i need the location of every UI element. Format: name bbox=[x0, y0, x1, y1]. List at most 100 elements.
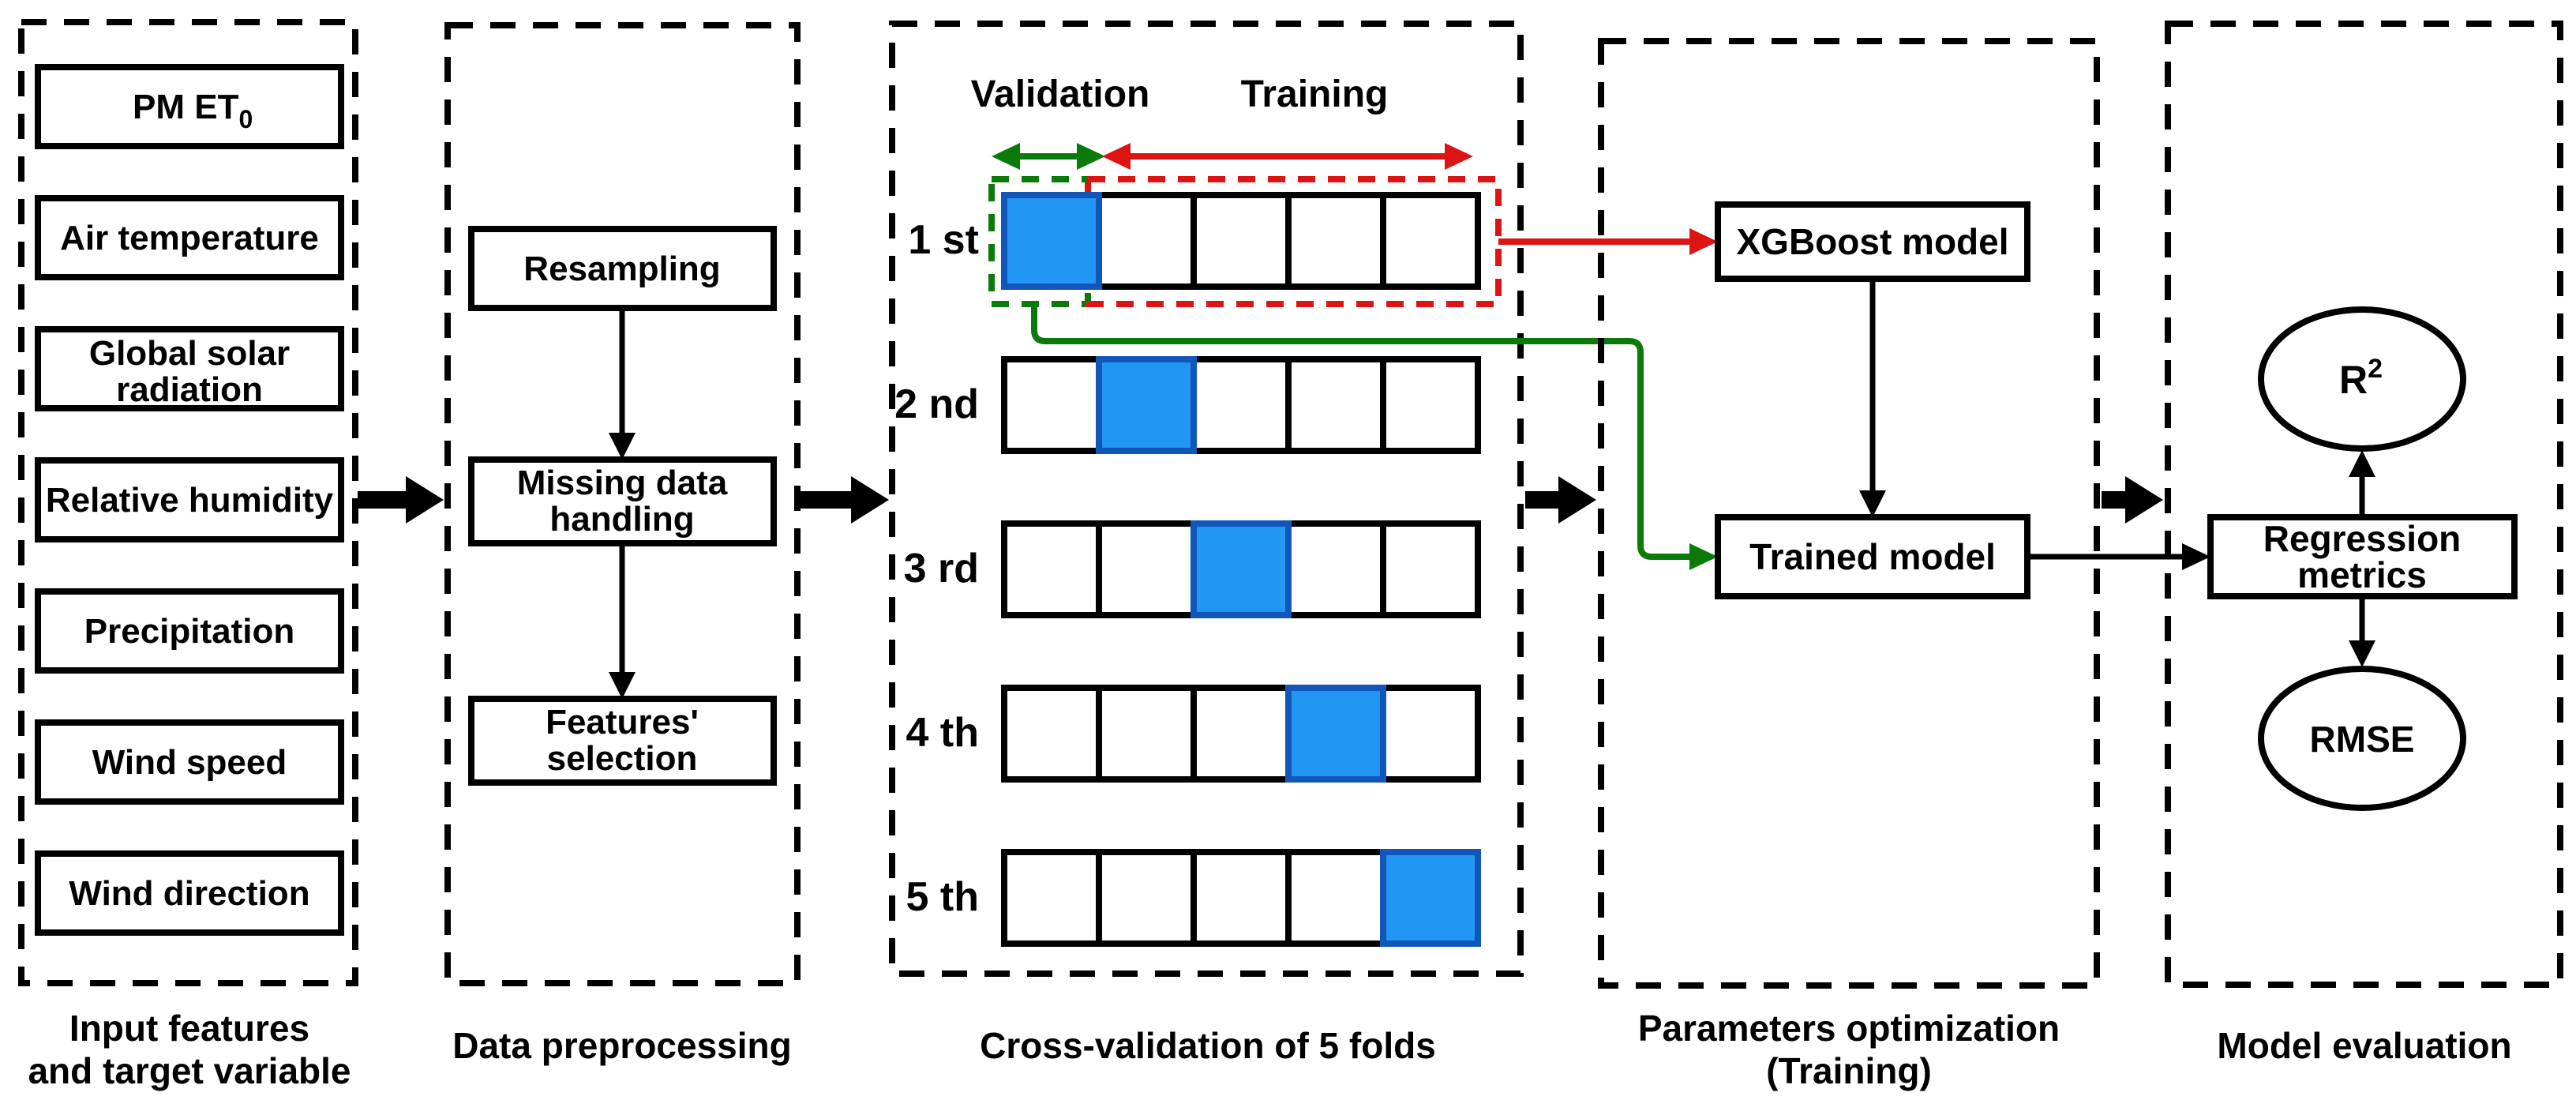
cv-cell bbox=[1285, 192, 1386, 290]
cv-cell bbox=[1191, 356, 1292, 454]
cv-cell-validation bbox=[1380, 849, 1481, 947]
arrow-training-to-evaluation-icon bbox=[2102, 476, 2163, 524]
cv-training-header: Training bbox=[1241, 73, 1389, 115]
caption-input-line2: and target variable bbox=[28, 1050, 351, 1091]
box-wind-direction bbox=[35, 850, 344, 936]
box-regression-metrics-line1: Regression bbox=[2263, 518, 2462, 559]
cv-cell bbox=[1001, 520, 1102, 618]
validation-span-arrow-left-icon bbox=[992, 143, 1020, 170]
arrow-cv-to-training-icon bbox=[1525, 476, 1596, 524]
cv-cell bbox=[1001, 356, 1102, 454]
cv-cell bbox=[1191, 685, 1292, 783]
cv-cell bbox=[1096, 192, 1197, 290]
panel-parameters-optimization: XGBoost model Trained model Parameters o… bbox=[1598, 38, 2100, 1091]
caption-cross-validation: Cross-validation of 5 folds bbox=[980, 1025, 1436, 1066]
box-features-line1: Features' bbox=[546, 703, 699, 741]
box-trained-model bbox=[1715, 514, 2030, 599]
arrow-metrics-to-rmse-head-icon bbox=[2349, 640, 2375, 667]
node-r2 bbox=[2258, 306, 2466, 452]
cv-cell-validation bbox=[1096, 356, 1197, 454]
cv-cell bbox=[1096, 685, 1197, 783]
fold-label-4: 4 th bbox=[906, 710, 979, 756]
box-air-temperature bbox=[35, 195, 344, 280]
cv-cell-validation bbox=[1191, 520, 1292, 618]
panel-training-border bbox=[1598, 38, 2100, 989]
box-pm-et0-label: PM ET0 bbox=[133, 88, 253, 133]
cv-cell bbox=[1285, 849, 1386, 947]
connector-trained-to-metrics-head-icon bbox=[2182, 543, 2210, 570]
caption-preprocessing: Data preprocessing bbox=[452, 1025, 791, 1066]
box-resampling-label: Resampling bbox=[523, 250, 720, 288]
cv-cell bbox=[1191, 192, 1292, 290]
box-missing-line1: Missing data bbox=[517, 464, 728, 502]
fold-label-2: 2 nd bbox=[894, 381, 979, 427]
box-wind-speed-label: Wind speed bbox=[92, 743, 287, 782]
cv-cell bbox=[1285, 520, 1386, 618]
arrow-missing-to-features-head-icon bbox=[609, 672, 636, 699]
cv-validation-header: Validation bbox=[971, 73, 1150, 115]
cv-cell bbox=[1096, 520, 1197, 618]
arrow-metrics-to-r2-head-icon bbox=[2349, 450, 2375, 477]
box-pm-et0 bbox=[35, 64, 344, 149]
fold-label-3: 3 rd bbox=[904, 546, 979, 591]
cv-cell bbox=[1380, 356, 1481, 454]
training-span-arrow-left-icon bbox=[1102, 143, 1131, 170]
box-precipitation bbox=[35, 588, 344, 674]
panel-cv-border bbox=[889, 21, 1524, 977]
box-global-solar-line2: radiation bbox=[116, 370, 263, 409]
box-wind-direction-label: Wind direction bbox=[69, 874, 309, 913]
cv-cell-validation bbox=[1285, 685, 1386, 783]
cv-cell bbox=[1096, 849, 1197, 947]
cv-cell bbox=[1191, 849, 1292, 947]
box-regression-metrics-line2: metrics bbox=[2297, 554, 2427, 595]
box-resampling bbox=[468, 226, 777, 311]
cv-cell bbox=[1380, 520, 1481, 618]
node-r2-label: R2 bbox=[2339, 354, 2383, 402]
panel-input-features: PM ET0 Air temperature Global solar radi… bbox=[18, 19, 358, 1091]
caption-model-evaluation: Model evaluation bbox=[2217, 1025, 2511, 1066]
box-features-selection bbox=[468, 696, 777, 786]
arrow-preprocessing-to-cv-icon bbox=[799, 476, 889, 524]
box-relative-humidity-label: Relative humidity bbox=[46, 481, 334, 520]
panel-evaluation-border bbox=[2165, 21, 2563, 988]
node-rmse bbox=[2258, 666, 2466, 811]
cv-cell bbox=[1380, 192, 1481, 290]
caption-training-line2: (Training) bbox=[1766, 1050, 1932, 1091]
arrow-xgboost-to-trained-head-icon bbox=[1859, 490, 1886, 517]
cv-cell bbox=[1001, 849, 1102, 947]
box-regression-metrics bbox=[2207, 514, 2518, 599]
box-global-solar-radiation bbox=[35, 326, 344, 411]
box-relative-humidity bbox=[35, 457, 344, 542]
connector-validation-to-trained-line bbox=[1031, 304, 1691, 560]
panel-preprocessing-border bbox=[444, 22, 801, 986]
node-rmse-label: RMSE bbox=[2310, 719, 2415, 760]
box-wind-speed bbox=[35, 719, 344, 805]
box-air-temperature-label: Air temperature bbox=[60, 219, 319, 257]
connector-training-to-xgboost-head-icon bbox=[1689, 228, 1718, 255]
training-span-arrow-right-icon bbox=[1445, 143, 1473, 170]
caption-input-line1: Input features bbox=[69, 1008, 309, 1049]
fold-label-1: 1 st bbox=[908, 217, 979, 263]
box-xgboost-model-label: XGBoost model bbox=[1736, 221, 2008, 262]
box-precipitation-label: Precipitation bbox=[84, 612, 295, 651]
fold-label-5: 5 th bbox=[906, 874, 979, 920]
connector-validation-to-trained-head-icon bbox=[1689, 543, 1718, 570]
cv-cell bbox=[1001, 685, 1102, 783]
box-trained-model-label: Trained model bbox=[1749, 536, 1996, 577]
box-features-line2: selection bbox=[547, 739, 698, 778]
box-global-solar-line1: Global solar bbox=[89, 334, 290, 373]
cv-fold-rows: 1 st 2 nd 3 rd 4 th bbox=[894, 192, 1481, 947]
panel-preprocessing: Resampling Missing data handling Feature… bbox=[444, 22, 801, 1066]
caption-training-line1: Parameters optimization bbox=[1638, 1008, 2060, 1049]
arrow-input-to-preprocessing-icon bbox=[358, 476, 444, 524]
cv-cell-validation bbox=[1001, 192, 1102, 290]
cv-cell bbox=[1285, 356, 1386, 454]
validation-span-arrow-right-icon bbox=[1077, 143, 1105, 170]
box-missing-line2: handling bbox=[549, 500, 694, 539]
cv-cell bbox=[1380, 685, 1481, 783]
arrow-resampling-to-missing-head-icon bbox=[609, 433, 636, 460]
panel-model-evaluation: R2 Regression metrics RMSE Model evaluat… bbox=[2165, 21, 2563, 1066]
panel-input-border bbox=[18, 19, 358, 986]
